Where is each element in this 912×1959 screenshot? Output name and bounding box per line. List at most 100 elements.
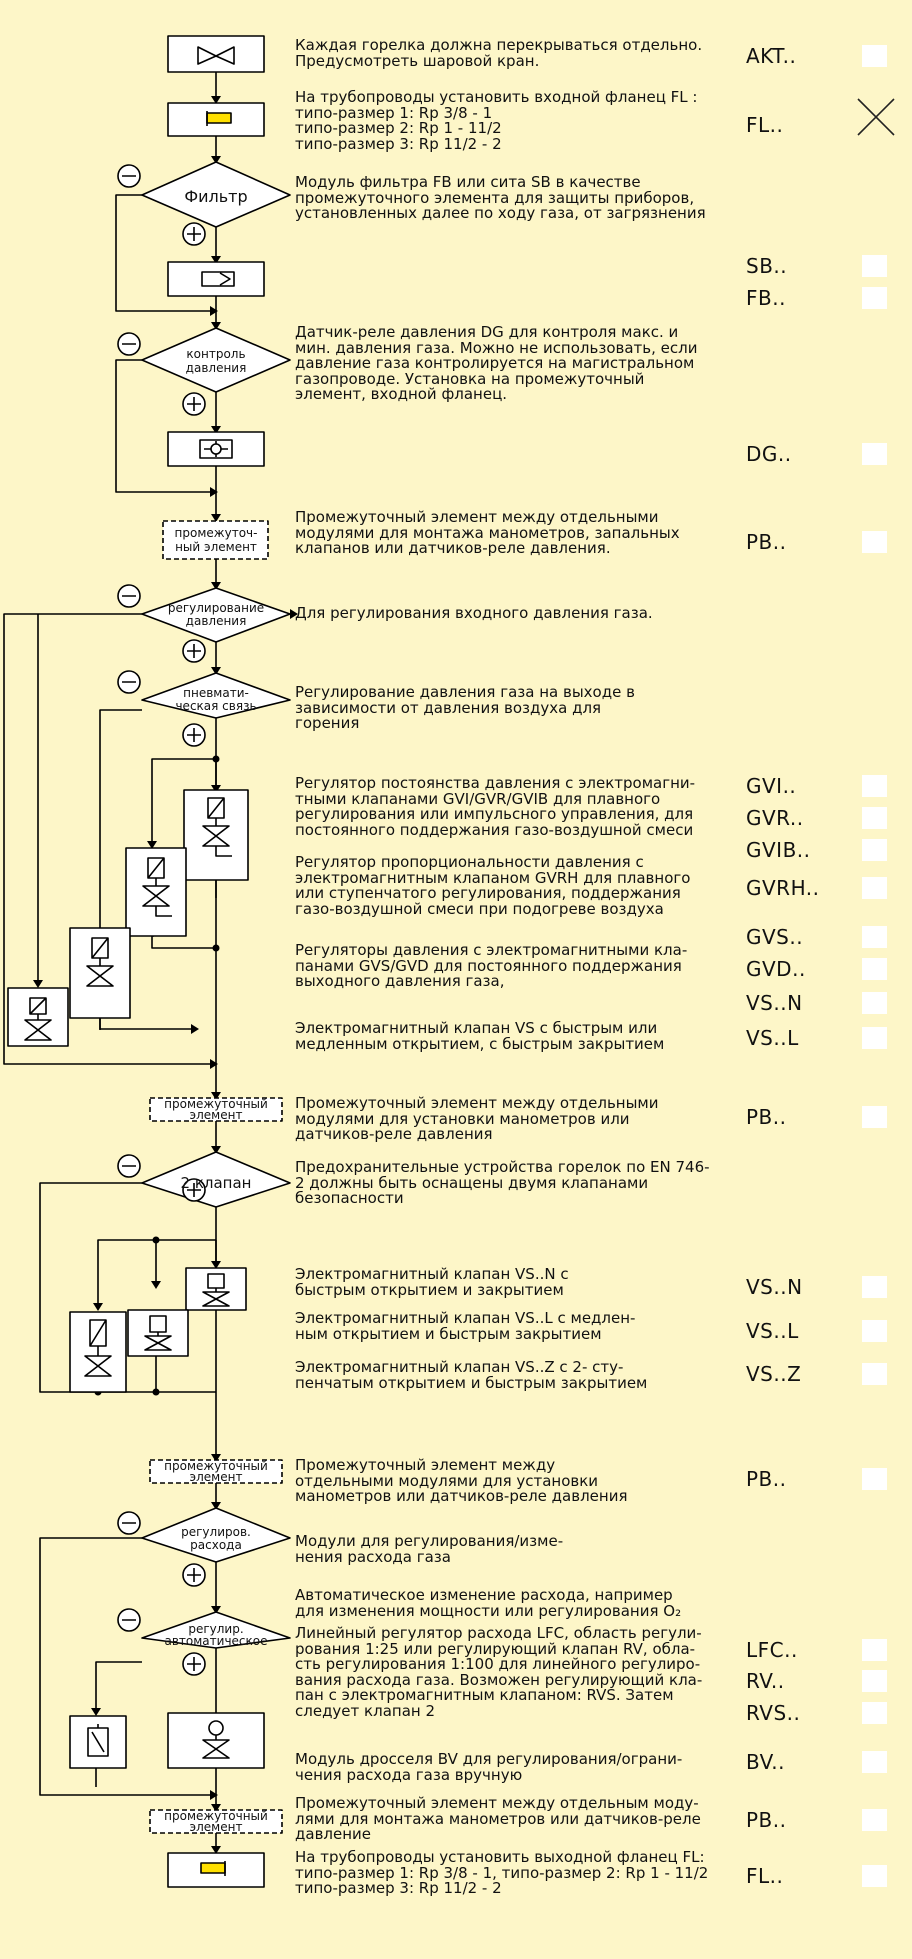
regulator-branch-lines <box>99 758 217 982</box>
code-gvib: GVIB.. <box>746 838 811 862</box>
governor-bypass-line <box>3 613 216 1065</box>
auto-control-label-2: автоматическое <box>165 1634 268 1648</box>
checkbox-gvib[interactable] <box>862 839 887 861</box>
checkbox-gvs[interactable] <box>862 926 887 948</box>
checkbox-gvd[interactable] <box>862 958 887 980</box>
gvrh-valve-box <box>125 847 187 937</box>
description-intermediate-4: Промежуточный элемент между отдельным мо… <box>295 1794 701 1843</box>
filter-decision-diamond <box>141 161 291 228</box>
solenoid-valve-icon <box>144 1315 172 1351</box>
filter-bypass-line <box>115 194 216 312</box>
description-gvi: Регулятор постоянства давления с электро… <box>295 774 696 839</box>
flow-decision-diamond <box>141 1507 291 1563</box>
checkbox-gvi[interactable] <box>862 775 887 797</box>
description-governor: Для регулирования входного давления газа… <box>295 604 653 622</box>
intermediate-element-3-box <box>149 1459 283 1484</box>
code-vs-l: VS..L <box>746 1026 799 1050</box>
checkbox-vsz[interactable] <box>862 1363 887 1385</box>
description-throttle: Модуль дросселя BV для регулирования/огр… <box>295 1750 683 1784</box>
description-vsz: Электромагнитный клапан VS..Z с 2- сту- … <box>295 1358 648 1392</box>
description-intermediate-2: Промежуточный элемент между отдельными м… <box>295 1094 659 1143</box>
flow-regulation-label-2: расхода <box>190 1538 242 1552</box>
ball-valve-icon <box>197 46 235 65</box>
checkbox-vs-l[interactable] <box>862 1027 887 1049</box>
pressure-switch-bypass-line <box>115 359 216 493</box>
ball-valve-box <box>167 35 265 73</box>
code-sb: SB.. <box>746 254 788 278</box>
checkbox-bv[interactable] <box>862 1751 887 1773</box>
flow-arrowheads <box>33 96 298 1854</box>
pressure-control-label-2: давления <box>186 361 247 375</box>
description-vs: Электромагнитный клапан VS с быстрым или… <box>295 1019 665 1053</box>
description-auto-control: Автоматическое изменение расхода, наприм… <box>295 1586 682 1620</box>
intermediate-1-label-2: ный элемент <box>175 540 257 554</box>
checkbox-akt[interactable] <box>862 45 887 67</box>
code-gvd: GVD.. <box>746 957 806 981</box>
solenoid-valve-icon <box>84 1319 112 1377</box>
pneumatic-label-2: ческая связь <box>175 699 256 713</box>
description-vsn: Электромагнитный клапан VS..N с быстрым … <box>295 1265 569 1299</box>
checkbox-dg[interactable] <box>862 443 887 465</box>
intermediate-3-label-2: элемент <box>190 1470 243 1484</box>
checkbox-lfc[interactable] <box>862 1639 887 1661</box>
code-lfc: LFC.. <box>746 1638 798 1662</box>
description-pressure-switch: Датчик-реле давления DG для контроля мак… <box>295 323 698 403</box>
solenoid-valve-icon <box>24 997 52 1041</box>
checkbox-rvs[interactable] <box>862 1702 887 1724</box>
checkbox-vsn[interactable] <box>862 1276 887 1298</box>
two-valve-decision-diamond <box>141 1151 291 1208</box>
checkbox-pb-3[interactable] <box>862 1468 887 1490</box>
description-flow-regulation: Модули для регулирования/изме- нения рас… <box>295 1532 564 1566</box>
code-pb-4: PB.. <box>746 1808 787 1832</box>
intermediate-element-4-box <box>149 1809 283 1834</box>
checkbox-gvr[interactable] <box>862 807 887 829</box>
plus-signs <box>187 227 201 1671</box>
governor-decision-diamond <box>141 587 291 643</box>
intermediate-element-1-box <box>162 520 269 560</box>
description-two-valves: Предохранительные устройства горелок по … <box>295 1158 710 1207</box>
auto-control-decision-diamond <box>141 1611 291 1649</box>
auto-control-bypass-line <box>95 1661 142 1787</box>
checkbox-pb-2[interactable] <box>862 1106 887 1128</box>
selected-cross-icon[interactable] <box>855 96 897 138</box>
checkbox-pb-4[interactable] <box>862 1809 887 1831</box>
governor-label-2: давления <box>186 614 247 628</box>
code-gvs: GVS.. <box>746 925 804 949</box>
code-gvrh: GVRH.. <box>746 876 820 900</box>
code-vsz: VS..Z <box>746 1362 802 1386</box>
intermediate-element-2-box <box>149 1097 283 1122</box>
solenoid-valve-icon <box>142 857 172 917</box>
code-vsl: VS..L <box>746 1319 799 1343</box>
minus-signs <box>122 175 136 1621</box>
checkbox-pb-1[interactable] <box>862 531 887 553</box>
code-akt: AKT.. <box>746 44 797 68</box>
code-pb-3: PB.. <box>746 1467 787 1491</box>
checkbox-vs-n[interactable] <box>862 992 887 1014</box>
description-pneumatic: Регулирование давления газа на выходе в … <box>295 683 635 732</box>
intermediate-4-label-1: промежуточный <box>164 1809 268 1823</box>
code-rv: RV.. <box>746 1669 785 1693</box>
pneumatic-bypass-line <box>99 709 197 1030</box>
checkbox-gvrh[interactable] <box>862 877 887 899</box>
solenoid-valve-icon <box>86 937 114 987</box>
checkbox-fb[interactable] <box>862 287 887 309</box>
description-outlet-flange: На трубопроводы установить выходной флан… <box>295 1848 709 1897</box>
pressure-control-label-1: контроль <box>186 347 245 361</box>
intermediate-2-label-2: элемент <box>190 1108 243 1122</box>
solenoid-valve-icon <box>202 1273 230 1307</box>
auto-control-label-1: регулир. <box>188 1622 243 1636</box>
checkbox-fl-outlet[interactable] <box>862 1865 887 1887</box>
description-ball-valve: Каждая горелка должна перекрываться отде… <box>295 36 703 70</box>
code-vs-n: VS..N <box>746 991 803 1015</box>
pneumatic-decision-diamond <box>141 672 291 719</box>
description-vsl: Электромагнитный клапан VS..L с медлен- … <box>295 1309 636 1343</box>
checkbox-sb[interactable] <box>862 255 887 277</box>
checkbox-rv[interactable] <box>862 1670 887 1692</box>
description-intermediate-3: Промежуточный элемент между отдельными м… <box>295 1456 628 1505</box>
code-fl-outlet: FL.. <box>746 1864 784 1888</box>
intermediate-4-label-2: элемент <box>190 1820 243 1834</box>
pneumatic-label-1: пневмати- <box>183 686 249 700</box>
checkbox-vsl[interactable] <box>862 1320 887 1342</box>
